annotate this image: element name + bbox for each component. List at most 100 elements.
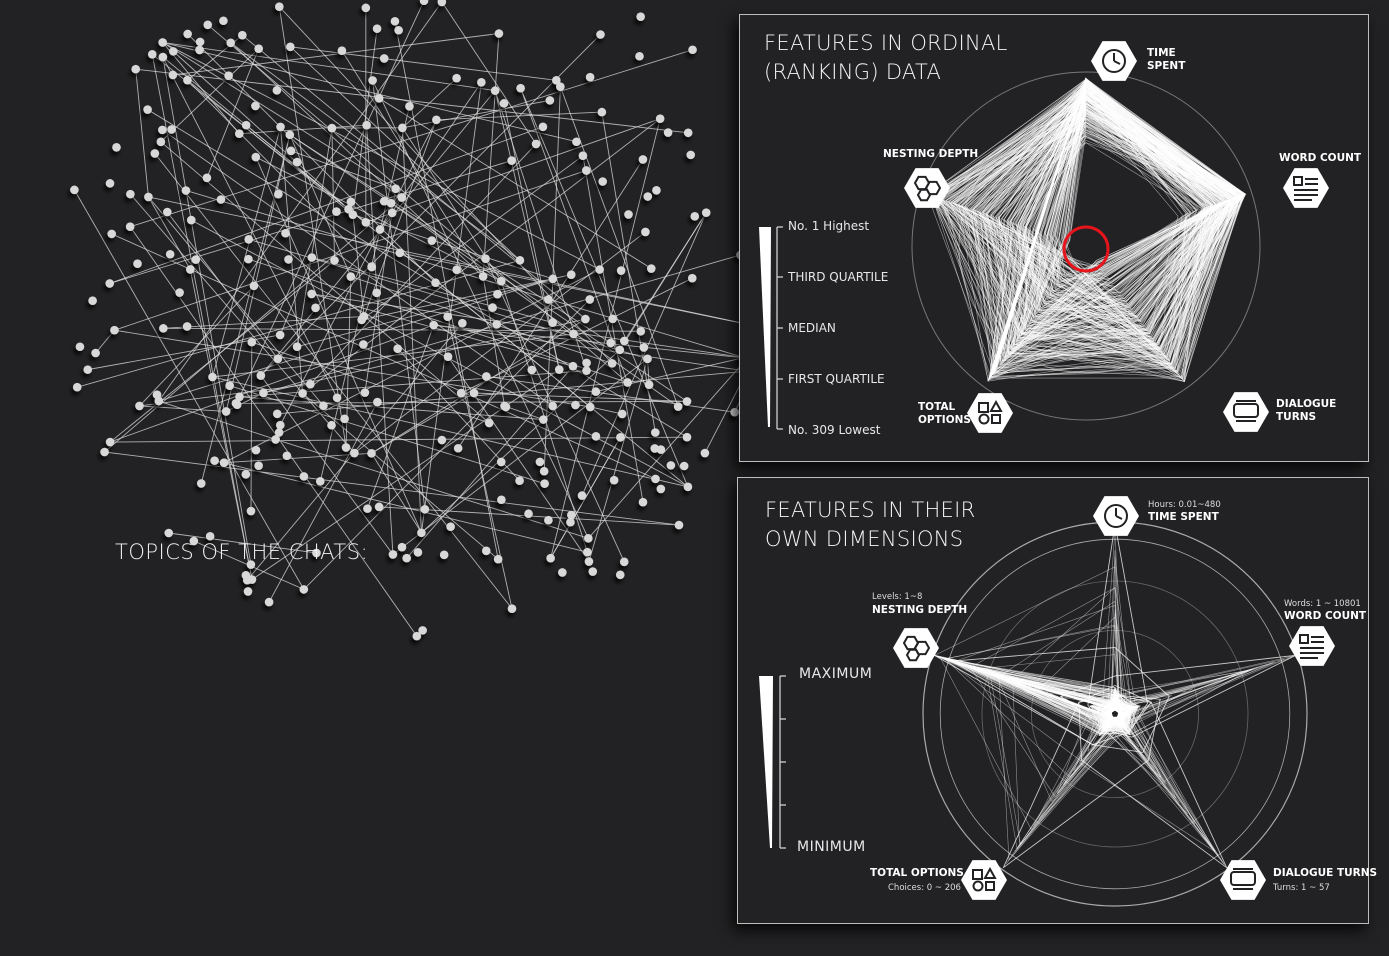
network-edge: [239, 370, 587, 398]
network-edge: [251, 341, 490, 424]
network-node: [340, 414, 349, 424]
axis-range-depth: Levels: 1~8: [872, 592, 923, 602]
network-edge: [582, 155, 644, 503]
network-node: [368, 76, 377, 85]
network-node: [379, 196, 389, 206]
network-edge: [245, 124, 591, 408]
legend-wedge: [759, 227, 771, 427]
network-edge: [552, 86, 561, 279]
network-node: [700, 448, 710, 458]
network-edge: [279, 257, 313, 336]
network-node: [439, 550, 449, 560]
network-node: [582, 358, 591, 368]
ordinal-series-line: [992, 102, 1241, 375]
network-edge: [581, 212, 707, 496]
network-edge: [595, 357, 744, 393]
network-node: [515, 256, 525, 265]
network-edge: [139, 285, 255, 407]
network-node: [282, 451, 292, 461]
ordinal-series-line: [983, 128, 1215, 358]
network-node: [531, 139, 541, 149]
network-node: [405, 102, 414, 111]
network-node: [195, 37, 205, 47]
network-edge: [230, 42, 484, 277]
ordinal-series-line: [930, 111, 1230, 353]
network-node: [390, 16, 400, 26]
network-node: [635, 51, 644, 61]
network-node: [202, 173, 212, 183]
ordinal-series-line: [946, 101, 1247, 291]
network-node: [566, 517, 575, 527]
network-node: [481, 546, 491, 556]
network-edge: [163, 327, 641, 332]
network-node: [83, 365, 93, 374]
network-edge: [260, 375, 394, 555]
network-node: [538, 122, 548, 132]
network-node: [125, 222, 135, 231]
network-edge: [263, 318, 586, 394]
network-node: [286, 42, 295, 52]
network-node: [497, 495, 506, 505]
network-node: [623, 378, 632, 387]
network-node: [327, 123, 337, 133]
legend-first-quartile: FIRST QUARTILE: [788, 372, 885, 386]
network-node: [330, 256, 339, 265]
dimension-series-line: [1104, 709, 1125, 729]
network-edge: [162, 42, 240, 135]
radar-grid-ring: [911, 71, 1261, 421]
network-edge: [365, 118, 661, 223]
network-node: [663, 128, 673, 137]
ordinal-series-line: [1007, 136, 1246, 354]
network-node: [292, 342, 302, 351]
network-node: [219, 458, 229, 467]
network-node: [243, 587, 253, 596]
network-node: [443, 312, 452, 321]
dimension-series-line: [1110, 705, 1120, 720]
network-node: [186, 215, 196, 225]
network-edge: [148, 196, 191, 270]
network-edge: [310, 143, 537, 385]
dimension-radar-panel: FEATURES IN THEIR OWN DIMENSIONS Hours: …: [737, 477, 1377, 924]
axis-label-turns: DIALOGUE TURNS: [1276, 398, 1337, 423]
network-node: [216, 195, 226, 204]
nested-hexagons-icon: [904, 168, 950, 208]
network-node: [241, 120, 251, 130]
network-edge: [289, 134, 352, 277]
network-node: [70, 185, 79, 195]
network-edge: [482, 276, 505, 407]
network-node: [158, 38, 167, 47]
ordinal-series-line: [958, 86, 1226, 381]
network-node: [274, 189, 283, 199]
ordinal-series-line: [983, 100, 1208, 336]
network-node: [656, 445, 666, 454]
network-node: [499, 99, 509, 108]
network-edge: [361, 155, 584, 321]
network-node: [643, 192, 653, 201]
network-node: [452, 73, 461, 83]
network-node: [453, 443, 463, 453]
network-edge: [114, 169, 587, 331]
network-node: [346, 272, 356, 281]
network-node: [615, 570, 625, 580]
network-node: [195, 45, 204, 55]
network-edge: [158, 400, 276, 440]
network-node: [292, 157, 302, 167]
network-edge: [224, 452, 372, 464]
network-edge: [588, 358, 648, 562]
network-node: [344, 204, 353, 214]
network-edge: [290, 46, 557, 81]
network-edge: [242, 34, 586, 320]
network-edge: [114, 329, 591, 408]
dimension-series-line: [1107, 550, 1216, 852]
network-node: [730, 407, 740, 417]
network-node: [360, 388, 370, 397]
network-edge: [590, 406, 623, 415]
network-node: [183, 75, 192, 85]
network-edge: [371, 392, 475, 454]
network-node: [276, 122, 285, 132]
ordinal-hub-lines: [987, 77, 1087, 382]
network-edge: [77, 259, 521, 388]
network-node: [639, 343, 649, 352]
network-node: [585, 295, 595, 304]
network-node: [271, 435, 280, 444]
